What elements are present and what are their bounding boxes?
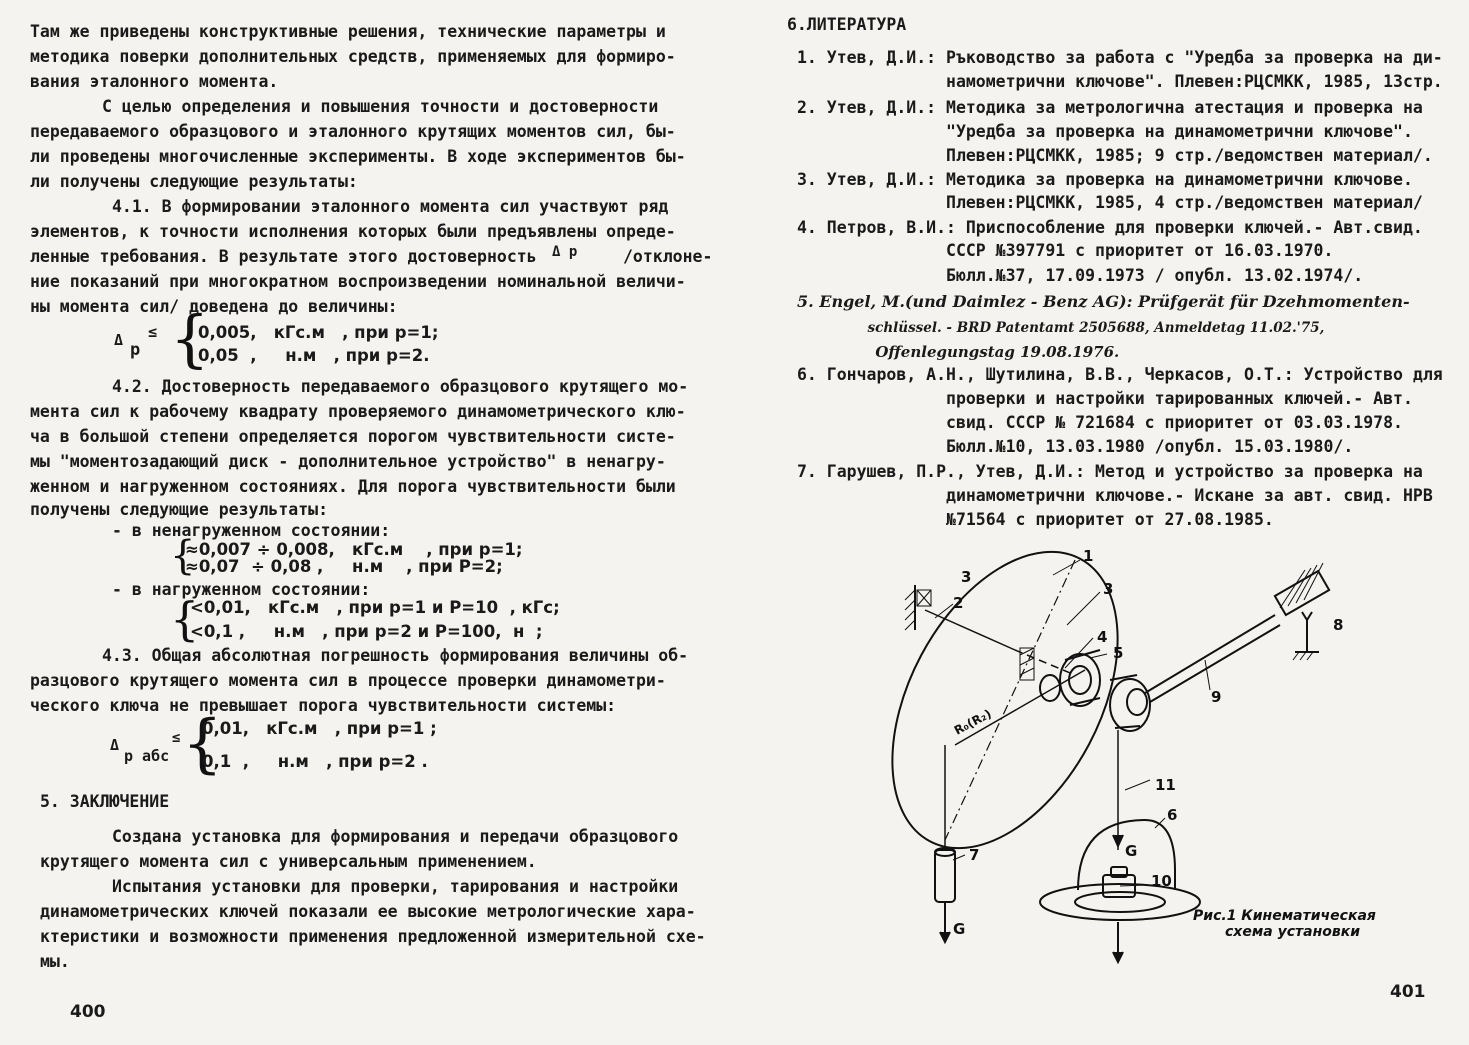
formula-row: 0,005, кГс.м , при р=1; [198,323,439,342]
text-line: мента сил к рабочему квадрату проверяемо… [30,402,686,421]
text-line: женном и нагруженном состояниях. Для пор… [30,477,676,496]
figure-label: 3 [1103,580,1113,598]
formula-row: <0,1 , н.м , при р=2 и Р=100, н ; [190,622,543,641]
brace: { [170,533,196,579]
formula-row: ≈0,007 ÷ 0,008, кГс.м , при р=1; [185,540,523,559]
section-heading: 5. ЗАКЛЮЧЕНИЕ [40,792,170,811]
disc [891,550,1119,850]
reference-line: 2. Утев, Д.И.: Методика за метрологична … [797,98,1423,117]
figure-label: G [953,920,965,938]
text-line: методика поверки дополнительных средств,… [30,47,676,66]
text-line: Там же приведены конструктивные решения,… [30,22,666,41]
delta-p-symbol: Δ p [552,244,578,260]
figure-caption: Рис.1 Кинематическая [1193,908,1376,924]
figure-label: R₀(R₂) [952,707,994,738]
reference-line: 5. Engel, M.(und Daimlez - Benz AG): Prü… [797,292,1410,311]
figure-label: 3 [961,568,971,586]
formula-lhs: Δ [110,736,120,754]
figure-label: 1 [1083,547,1093,565]
reference-line: Offenlegungstag 19.08.1976. [797,343,1120,361]
text-line: ние показаний при многократном воспроизв… [30,272,686,291]
reference-line: проверки и настройки тарированных ключей… [797,389,1413,408]
text-line: крутящего момента сил с универсальным пр… [40,852,537,871]
reference-line: Бюлл.№37, 17.09.1973 / опубл. 13.02.1974… [797,266,1364,285]
text-line: 4.2. Достоверность передаваемого образцо… [112,377,689,396]
reference-line: 6. Гончаров, А.Н., Шутилина, В.В., Черка… [797,365,1443,384]
figure-label: 9 [1211,688,1221,706]
text-line: 4.3. Общая абсолютная погрешность формир… [102,646,689,665]
figure-label: 5 [1113,644,1123,662]
figure-label: 8 [1333,616,1343,634]
reference-line: 3. Утев, Д.И.: Методика за проверка на д… [797,170,1413,189]
reference-line: №71564 с приоритет от 27.08.1985. [797,510,1274,529]
text-line: /отклоне- [623,247,713,266]
text-line: ленные требования. В результате этого до… [30,247,537,266]
brace: { [170,592,200,646]
figure-label: 10 [1151,872,1172,890]
formula-row: <0,01, кГс.м , при р=1 и Р=10 , кГс; [190,598,560,617]
page-number: 401 [1390,982,1426,1002]
text-line: элементов, к точности исполнения которых… [30,222,676,241]
formula-row: ≈0,07 ÷ 0,08 , н.м , при Р=2; [185,557,503,576]
text-line: ктеристики и возможности применения пред… [40,927,706,946]
reference-line: 7. Гарушев, П.Р., Утев, Д.И.: Метод и ус… [797,462,1423,481]
text-line: мы "моментозадающий диск - дополнительно… [30,452,666,471]
formula-relation: ≤ [172,730,181,746]
reference-line: "Уредба за проверка на динамометрични кл… [797,122,1413,141]
text-line: 4.1. В формировании эталонного момента с… [112,197,669,216]
brace: { [170,302,210,375]
text-line: ли получены следующие результаты: [30,172,358,191]
text-line: мы. [40,952,70,971]
text-line: ны момента сил/ доведена до величины: [30,297,398,316]
reference-line: 4. Петров, В.И.: Приспособление для пров… [797,218,1423,237]
reference-line: Плевен:РЦСМКК, 1985; 9 стр./ведомствен м… [797,146,1433,165]
formula-sub: р абс [124,747,170,765]
section-heading: 6.ЛИТЕРАТУРА [787,15,907,34]
figure-caption: схема установки [1225,924,1360,940]
formula-relation: ≤ [148,323,158,341]
reference-line: Плевен:РЦСМКК, 1985, 4 стр./ведомствен м… [797,193,1423,212]
text-line: - в ненагруженном состоянии: [112,521,391,540]
text-line: получены следующие результаты: [30,500,329,519]
text-line: Создана установка для формирования и пер… [112,827,679,846]
reference-line: СССР №397791 с приоритет от 16.03.1970. [797,241,1334,260]
formula-row: 0,01, кГс.м , при р=1 ; [202,719,437,738]
text-line: ческого ключа не превышает порога чувств… [30,696,617,715]
reference-line: schlüssel. - BRD Patentamt 2505688, Anme… [797,320,1325,336]
reference-line: динамометрични ключове.- Искане за авт. … [797,486,1433,505]
kinematic-diagram: 1 2 3 3 4 5 6 7 8 9 10 11 G G R₀(R₂) Рис… [891,547,1376,965]
text-line: передаваемого образцового и эталонного к… [30,122,676,141]
reference-line: 1. Утев, Д.И.: Ръководство за работа с "… [797,48,1443,67]
text-line: разцового крутящего момента сил в процес… [30,671,666,690]
text-line: С целью определения и повышения точности… [102,97,659,116]
figure-label: 11 [1155,776,1176,794]
page-number: 400 [70,1002,106,1022]
text-line: ча в большой степени определяется порого… [30,427,676,446]
brace: { [182,707,223,781]
formula-sub: p [130,340,141,360]
figure-label: 2 [953,594,963,612]
reference-line: намометрични ключове". Плевен:РЦСМКК, 19… [797,72,1443,91]
reference-line: Бюлл.№10, 13.03.1980 /опубл. 15.03.1980/… [797,437,1354,456]
figure-label: 6 [1167,806,1177,824]
text-line: вания эталонного момента. [30,72,279,91]
figure-label: G [1125,842,1137,860]
figure-label: 7 [969,846,979,864]
formula-row: 0,05 , н.м , при р=2. [198,346,430,365]
text-line: ли проведены многочисленные эксперименты… [30,147,686,166]
figure-label: 4 [1097,628,1107,646]
text-line: Испытания установки для проверки, тариро… [112,877,679,896]
text-line: - в нагруженном состоянии: [112,580,371,599]
formula-row: 0,1 , н.м , при р=2 . [202,752,428,771]
formula-lhs: Δ [114,331,124,349]
reference-line: свид. СССР № 721684 с приоритет от 03.03… [797,413,1403,432]
text-line: динамометрических ключей показали ее выс… [40,902,696,921]
